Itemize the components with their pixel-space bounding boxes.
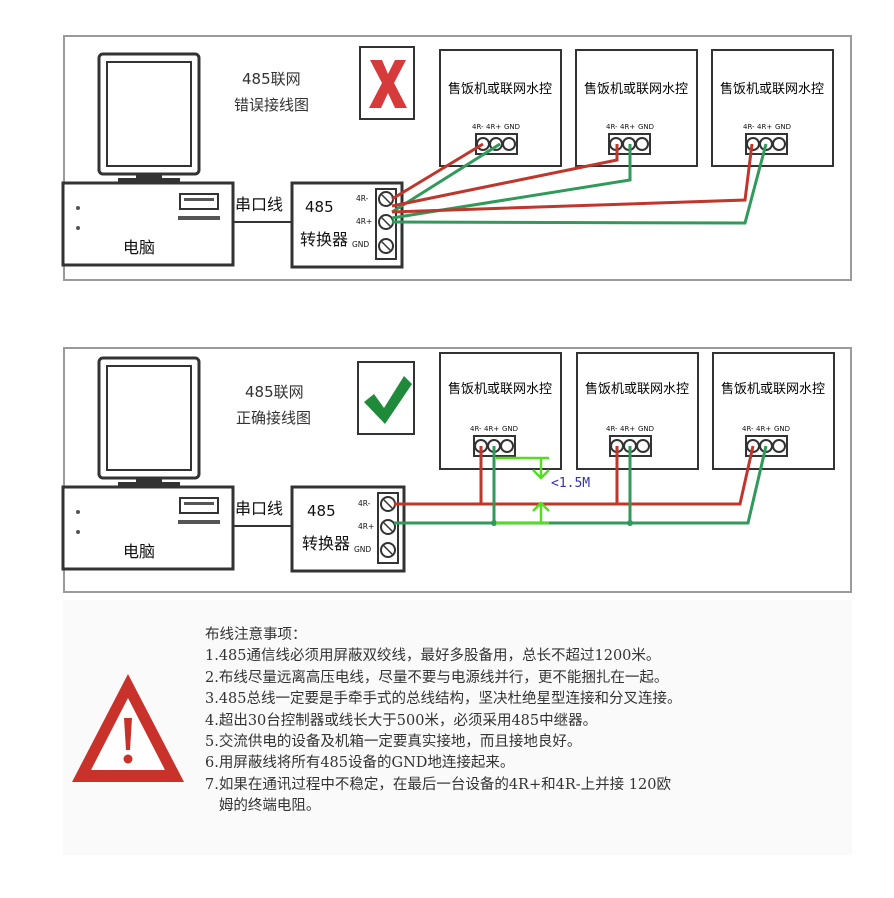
wrong-converter-terminal: 4R+ (356, 217, 373, 226)
wrong-device-label: 售饭机或联网水控 (447, 82, 552, 97)
monitor-icon (97, 356, 201, 487)
note-item: 7.如果在通讯过程中不稳定，在最后一台设备的4R+和4R-上并接 120欧 (205, 776, 671, 793)
note-item: 2.布线尽量远离高压电线，尽量不要与电源线并行，更不能捆扎在一起。 (205, 669, 669, 686)
wrong-device-label: 售饭机或联网水控 (719, 82, 824, 97)
wrong-serial-label: 串口线 (235, 195, 284, 214)
correct-converter-terminal: 4R+ (358, 522, 375, 531)
wrong-device-terminal: 4R+ (486, 123, 502, 131)
wrong-converter-line2: 转换器 (300, 230, 349, 249)
junction-dots (491, 520, 633, 526)
note-item: 4.超出30台控制器或线长大于500米，必须采用485中继器。 (205, 712, 598, 729)
pc-case-icon (61, 181, 235, 267)
wrong-device-terminal: GND (504, 123, 521, 131)
correct-title-line1: 485联网 (245, 383, 304, 401)
note-item: 3.485总线一定要是手牵手式的总线结构，坚决杜绝星型连接和分叉连接。 (205, 691, 682, 708)
monitor-icon (97, 52, 201, 183)
note-item: 1.485通信线必须用屏蔽双绞线，最好多股备用，总长不超过1200米。 (205, 648, 661, 665)
notes-heading: 布线注意事项： (205, 627, 307, 643)
warning-triangle-icon (72, 674, 184, 782)
wrong-device-terminal: GND (775, 123, 792, 131)
wrong-title-line1: 485联网 (242, 70, 301, 88)
wrong-converter-terminal: 4R- (356, 194, 369, 203)
correct-device-terminal: GND (502, 425, 519, 433)
wrong-computer-label: 电脑 (123, 238, 156, 257)
correct-device-label: 售饭机或联网水控 (720, 382, 825, 397)
distance-marker (496, 456, 550, 525)
correct-device-terminal: 4R- (606, 425, 618, 433)
wrong-converter-line1: 485 (305, 198, 334, 216)
correct-device-terminal: 4R+ (484, 425, 500, 433)
note-item: 5.交流供电的设备及机箱一定要真实接地，而且接地良好。 (205, 734, 582, 751)
green-check-icon (357, 361, 415, 435)
wrong-device-terminal: 4R+ (757, 123, 773, 131)
device-terminal-block (473, 435, 788, 457)
note-item: 姆的终端电阻。 (205, 798, 321, 815)
correct-converter-line1: 485 (307, 502, 336, 520)
device-box (439, 49, 834, 167)
correct-converter-terminal: 4R- (358, 499, 371, 508)
correct-computer-label: 电脑 (123, 542, 156, 561)
wrong-device-terminal: 4R- (606, 123, 618, 131)
correct-device-terminal: 4R+ (620, 425, 636, 433)
wrong-device-terminal: 4R- (472, 123, 484, 131)
correct-device-terminal: GND (774, 425, 791, 433)
red-cross-icon (359, 46, 415, 120)
wrong-device-terminal: 4R+ (620, 123, 636, 131)
wrong-title-line2: 错误接线图 (234, 96, 310, 114)
wiring-notes: 布线注意事项： 1.485通信线必须用屏蔽双绞线，最好多股备用，总长不超过120… (205, 625, 682, 818)
notes-background (63, 600, 852, 855)
correct-converter-terminal: GND (354, 545, 372, 554)
correct-device-terminal: 4R+ (756, 425, 772, 433)
correct-device-label: 售饭机或联网水控 (584, 382, 689, 397)
correct-title-line2: 正确接线图 (236, 409, 312, 427)
wrong-device-terminal: GND (638, 123, 655, 131)
distance-note: <1.5M (551, 476, 591, 491)
wrong-wires (391, 142, 768, 225)
correct-converter-line2: 转换器 (302, 534, 351, 553)
correct-serial-label: 串口线 (235, 499, 284, 518)
correct-device-terminal: 4R- (470, 425, 482, 433)
correct-device-terminal: GND (638, 425, 655, 433)
correct-device-terminal: 4R- (742, 425, 754, 433)
pc-case-icon (61, 485, 235, 571)
correct-device-label: 售饭机或联网水控 (447, 382, 552, 397)
note-item: 6.用屏蔽线将所有485设备的GND地连接起来。 (205, 755, 515, 772)
wrong-device-label: 售饭机或联网水控 (583, 82, 688, 97)
wrong-converter-terminal: GND (352, 240, 370, 249)
wrong-device-terminal: 4R- (743, 123, 755, 131)
